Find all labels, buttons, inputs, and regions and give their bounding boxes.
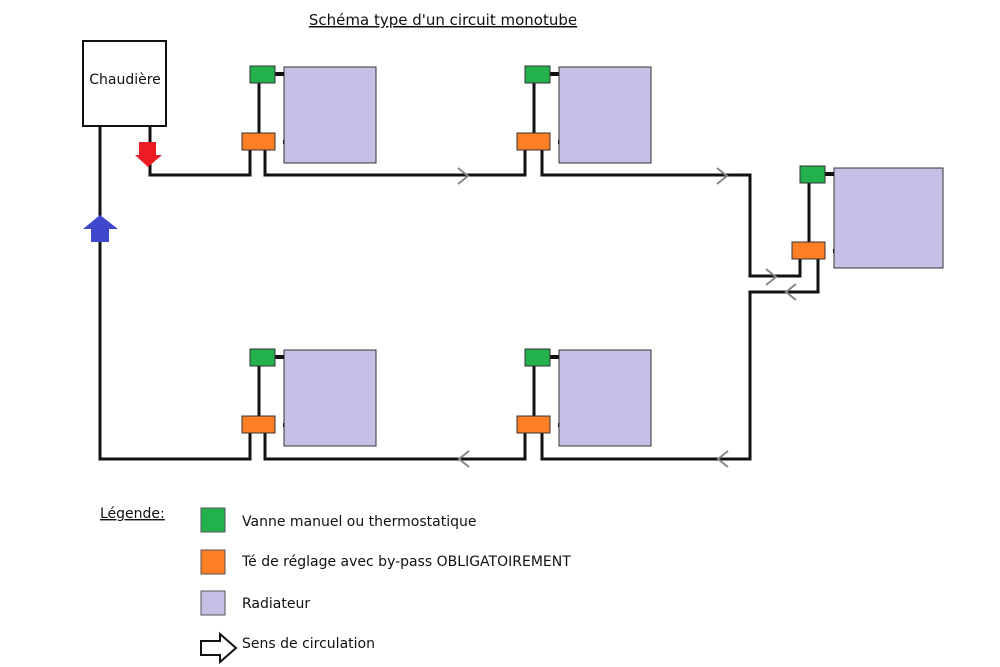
radiator-unit-right: [791, 165, 944, 269]
radiator-unit-top-2: [516, 65, 652, 164]
pipe-network: [98, 126, 820, 461]
tee-icon: [516, 132, 551, 151]
diagram-title: Schéma type d'un circuit monotube: [309, 11, 577, 29]
legend-tee-swatch: [200, 549, 226, 575]
legend-radiator-label: Radiateur: [242, 596, 310, 612]
tee-icon: [241, 415, 276, 434]
legend-valve-swatch: [200, 507, 226, 533]
flow-chevron-right-out: [784, 283, 797, 301]
tee-icon: [516, 415, 551, 434]
radiator-unit-bottom-2: [516, 348, 652, 447]
supply-pipe-top: [148, 126, 252, 177]
radiator-panel: [558, 66, 652, 164]
supply-arrow-icon: [135, 142, 162, 167]
pipe-segment-bottom-1: [263, 430, 527, 461]
legend-flow-label: Sens de circulation: [242, 636, 375, 652]
pipe-segment-right-return: [540, 258, 820, 461]
radiator-panel: [283, 349, 377, 447]
radiator-unit-bottom-1: [241, 348, 377, 447]
boiler-box: [82, 40, 167, 127]
pipe-segment-top-2: [540, 147, 802, 278]
flow-chevrons: [457, 167, 797, 468]
flow-chevron-right-in: [765, 268, 778, 286]
tee-icon: [241, 132, 276, 151]
legend: Légende: Vanne manuel ou thermostatique …: [100, 506, 571, 665]
legend-valve-label: Vanne manuel ou thermostatique: [242, 514, 477, 530]
return-arrow-icon: [83, 215, 118, 242]
pipe-segment-top-1: [263, 147, 527, 177]
return-pipe-bottom: [98, 126, 252, 461]
boiler-label: Chaudière: [89, 72, 161, 88]
flow-chevron-top-2: [716, 167, 729, 185]
flow-chevron-bottom-1: [716, 450, 729, 468]
valve-icon: [799, 165, 826, 184]
legend-heading: Légende:: [100, 506, 165, 522]
valve-icon: [524, 348, 551, 367]
radiator-panel: [283, 66, 377, 164]
tee-icon: [791, 241, 826, 260]
legend-tee-label: Té de réglage avec by-pass OBLIGATOIREME…: [241, 554, 571, 570]
legend-flow-arrow-icon: [200, 631, 238, 665]
radiator-group: [241, 65, 944, 447]
valve-icon: [249, 65, 276, 84]
valve-icon: [524, 65, 551, 84]
radiator-unit-top-1: [241, 65, 377, 164]
radiator-panel: [833, 167, 944, 269]
flow-chevron-top-1: [457, 167, 470, 185]
flow-chevron-bottom-2: [457, 450, 470, 468]
radiator-panel: [558, 349, 652, 447]
legend-radiator-swatch: [200, 590, 226, 616]
valve-icon: [249, 348, 276, 367]
